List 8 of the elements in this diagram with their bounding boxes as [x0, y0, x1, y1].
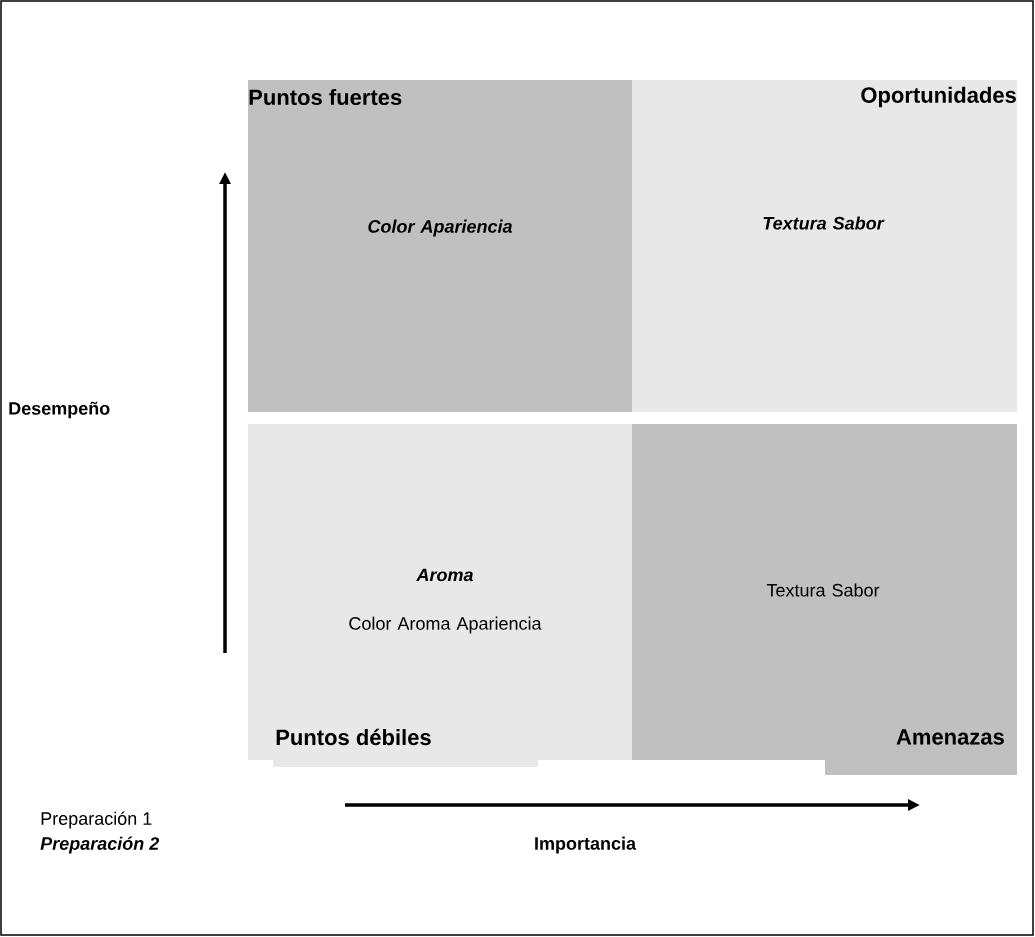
axis-label: Desempeño	[9, 401, 110, 419]
item-list: Textura Sabor	[763, 216, 885, 230]
item-list: Color Apariencia	[368, 219, 513, 237]
legend-entry: Preparación 2	[40, 836, 160, 854]
legend-entry: Preparación 1	[41, 811, 152, 829]
quadrant-heading: Oportunidades	[861, 86, 1016, 108]
axis-label: Importancia	[535, 836, 637, 854]
quadrant-heading: Puntos fuertes	[249, 88, 402, 106]
